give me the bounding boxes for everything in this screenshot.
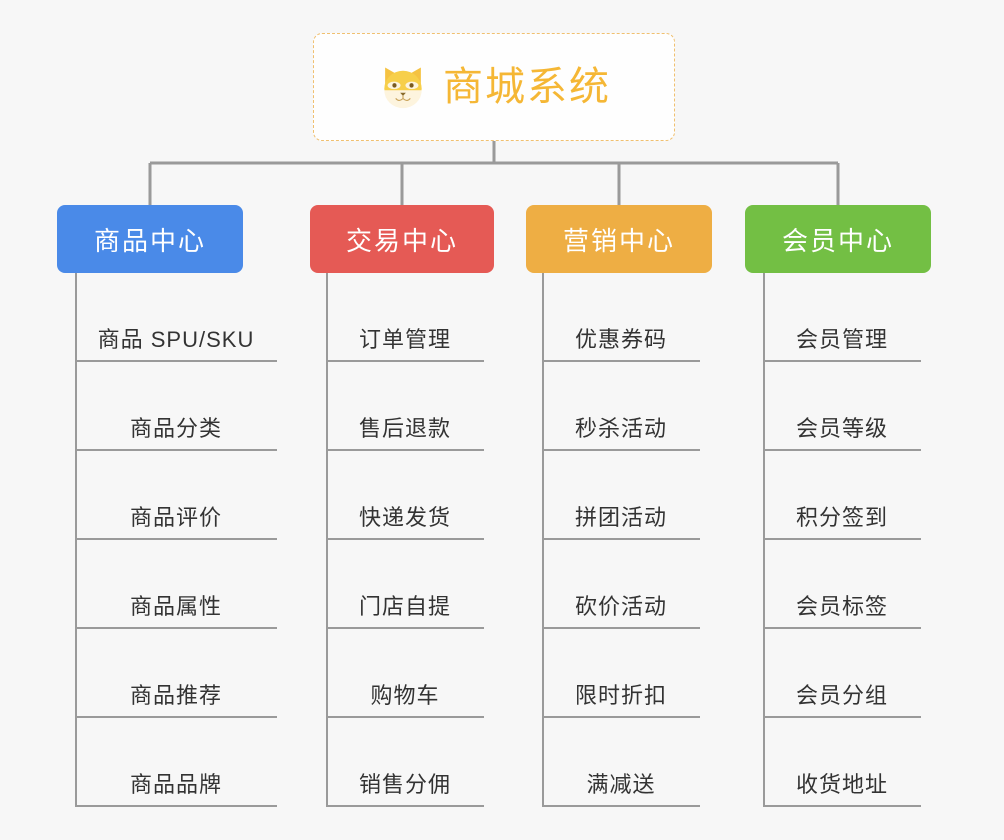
category-label: 交易中心 bbox=[345, 225, 458, 256]
category-label: 商品中心 bbox=[93, 225, 206, 256]
leaf-item-label: 商品属性 bbox=[129, 594, 222, 619]
leaf-item[interactable]: 满减送 bbox=[542, 718, 700, 807]
leaf-item-label: 限时折扣 bbox=[574, 683, 667, 708]
leaf-item-label: 拼团活动 bbox=[574, 505, 667, 530]
leaf-item-label: 满减送 bbox=[586, 772, 656, 797]
leaf-item-label: 商品 SPU/SKU bbox=[97, 327, 255, 352]
category-column: 会员中心会员管理会员等级积分签到会员标签会员分组收货地址 bbox=[745, 205, 933, 807]
leaf-item[interactable]: 购物车 bbox=[326, 629, 484, 718]
leaf-item[interactable]: 优惠券码 bbox=[542, 273, 700, 362]
leaf-item[interactable]: 商品品牌 bbox=[75, 718, 277, 807]
leaf-item-label: 商品分类 bbox=[129, 416, 222, 441]
category-box[interactable]: 交易中心 bbox=[310, 205, 494, 273]
leaf-item[interactable]: 收货地址 bbox=[763, 718, 921, 807]
category-box[interactable]: 商品中心 bbox=[57, 205, 243, 273]
leaf-item-label: 会员等级 bbox=[795, 416, 888, 441]
leaf-item[interactable]: 商品分类 bbox=[75, 362, 277, 451]
leaf-item[interactable]: 会员标签 bbox=[763, 540, 921, 629]
category-column: 营销中心优惠券码秒杀活动拼团活动砍价活动限时折扣满减送 bbox=[526, 205, 714, 807]
root-node[interactable]: 商城系统 bbox=[313, 33, 675, 141]
leaf-item-label: 售后退款 bbox=[358, 416, 451, 441]
shiba-dog-face-icon bbox=[384, 67, 422, 109]
leaf-list: 优惠券码秒杀活动拼团活动砍价活动限时折扣满减送 bbox=[542, 273, 700, 807]
leaf-item-label: 优惠券码 bbox=[574, 327, 667, 352]
leaf-item-label: 会员标签 bbox=[795, 594, 888, 619]
root-title: 商城系统 bbox=[443, 65, 611, 109]
leaf-item-label: 商品品牌 bbox=[129, 772, 222, 797]
category-box[interactable]: 营销中心 bbox=[526, 205, 712, 273]
category-column: 商品中心商品 SPU/SKU 商品分类商品评价商品属性商品推荐商品品牌 bbox=[57, 205, 277, 807]
leaf-item-label: 会员管理 bbox=[795, 327, 888, 352]
leaf-item-label: 商品评价 bbox=[129, 505, 222, 530]
leaf-item[interactable]: 会员管理 bbox=[763, 273, 921, 362]
leaf-item[interactable]: 会员分组 bbox=[763, 629, 921, 718]
leaf-item-label: 购物车 bbox=[370, 683, 440, 708]
leaf-item[interactable]: 拼团活动 bbox=[542, 451, 700, 540]
leaf-item[interactable]: 秒杀活动 bbox=[542, 362, 700, 451]
leaf-item-label: 门店自提 bbox=[358, 594, 451, 619]
leaf-item[interactable]: 积分签到 bbox=[763, 451, 921, 540]
category-column: 交易中心订单管理售后退款快递发货门店自提购物车销售分佣 bbox=[310, 205, 498, 807]
leaf-item[interactable]: 会员等级 bbox=[763, 362, 921, 451]
category-label: 营销中心 bbox=[562, 225, 675, 256]
leaf-item-label: 砍价活动 bbox=[574, 594, 667, 619]
leaf-item[interactable]: 限时折扣 bbox=[542, 629, 700, 718]
leaf-item[interactable]: 商品属性 bbox=[75, 540, 277, 629]
leaf-item-label: 会员分组 bbox=[795, 683, 888, 708]
leaf-item-label: 积分签到 bbox=[795, 505, 888, 530]
leaf-item-label: 快递发货 bbox=[358, 505, 451, 530]
category-box[interactable]: 会员中心 bbox=[745, 205, 931, 273]
leaf-item[interactable]: 销售分佣 bbox=[326, 718, 484, 807]
leaf-list: 会员管理会员等级积分签到会员标签会员分组收货地址 bbox=[763, 273, 921, 807]
leaf-item[interactable]: 砍价活动 bbox=[542, 540, 700, 629]
leaf-item-label: 秒杀活动 bbox=[574, 416, 667, 441]
leaf-item-label: 收货地址 bbox=[795, 772, 888, 797]
leaf-item[interactable]: 商品推荐 bbox=[75, 629, 277, 718]
leaf-item[interactable]: 门店自提 bbox=[326, 540, 484, 629]
leaf-item-label: 商品推荐 bbox=[129, 683, 222, 708]
leaf-item[interactable]: 订单管理 bbox=[326, 273, 484, 362]
leaf-list: 订单管理售后退款快递发货门店自提购物车销售分佣 bbox=[326, 273, 484, 807]
leaf-item[interactable]: 快递发货 bbox=[326, 451, 484, 540]
leaf-item-label: 销售分佣 bbox=[358, 772, 451, 797]
category-label: 会员中心 bbox=[781, 225, 894, 256]
leaf-item-label: 订单管理 bbox=[358, 327, 451, 352]
leaf-list: 商品 SPU/SKU 商品分类商品评价商品属性商品推荐商品品牌 bbox=[75, 273, 277, 807]
leaf-item[interactable]: 商品 SPU/SKU bbox=[75, 273, 277, 362]
leaf-item[interactable]: 商品评价 bbox=[75, 451, 277, 540]
leaf-item[interactable]: 售后退款 bbox=[326, 362, 484, 451]
